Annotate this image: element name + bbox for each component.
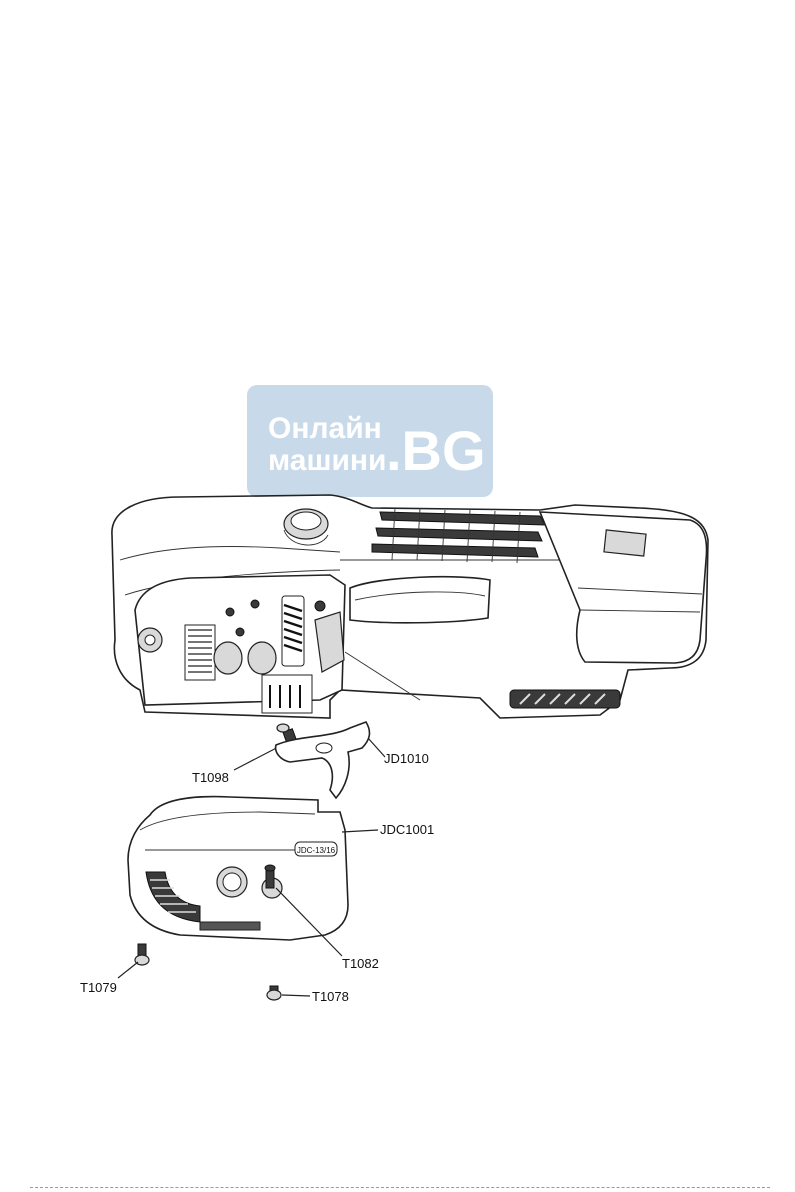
screw-t1079: [118, 944, 149, 978]
label-jd1010: JD1010: [384, 751, 429, 766]
label-t1098: T1098: [192, 770, 229, 785]
strapping-tool-body: [112, 495, 708, 718]
battery-vent: [510, 690, 620, 708]
watermark-logo: Онлайн машини .BG: [247, 385, 493, 497]
watermark-line2: машини: [268, 444, 387, 477]
watermark-suffix: .BG: [386, 419, 486, 482]
screw-t1078: [267, 986, 310, 1000]
label-t1082: T1082: [342, 956, 379, 971]
mechanism-area: [135, 575, 345, 713]
label-t1078: T1078: [312, 989, 349, 1004]
label-jdc1001: JDC1001: [380, 822, 434, 837]
watermark-line1: Онлайн: [268, 412, 382, 445]
side-cover-jdc1001: JDC-13/16: [128, 797, 378, 940]
page-bottom-rule: [30, 1187, 770, 1188]
label-t1079: T1079: [80, 980, 117, 995]
cover-badge-text: JDC-13/16: [297, 846, 336, 855]
